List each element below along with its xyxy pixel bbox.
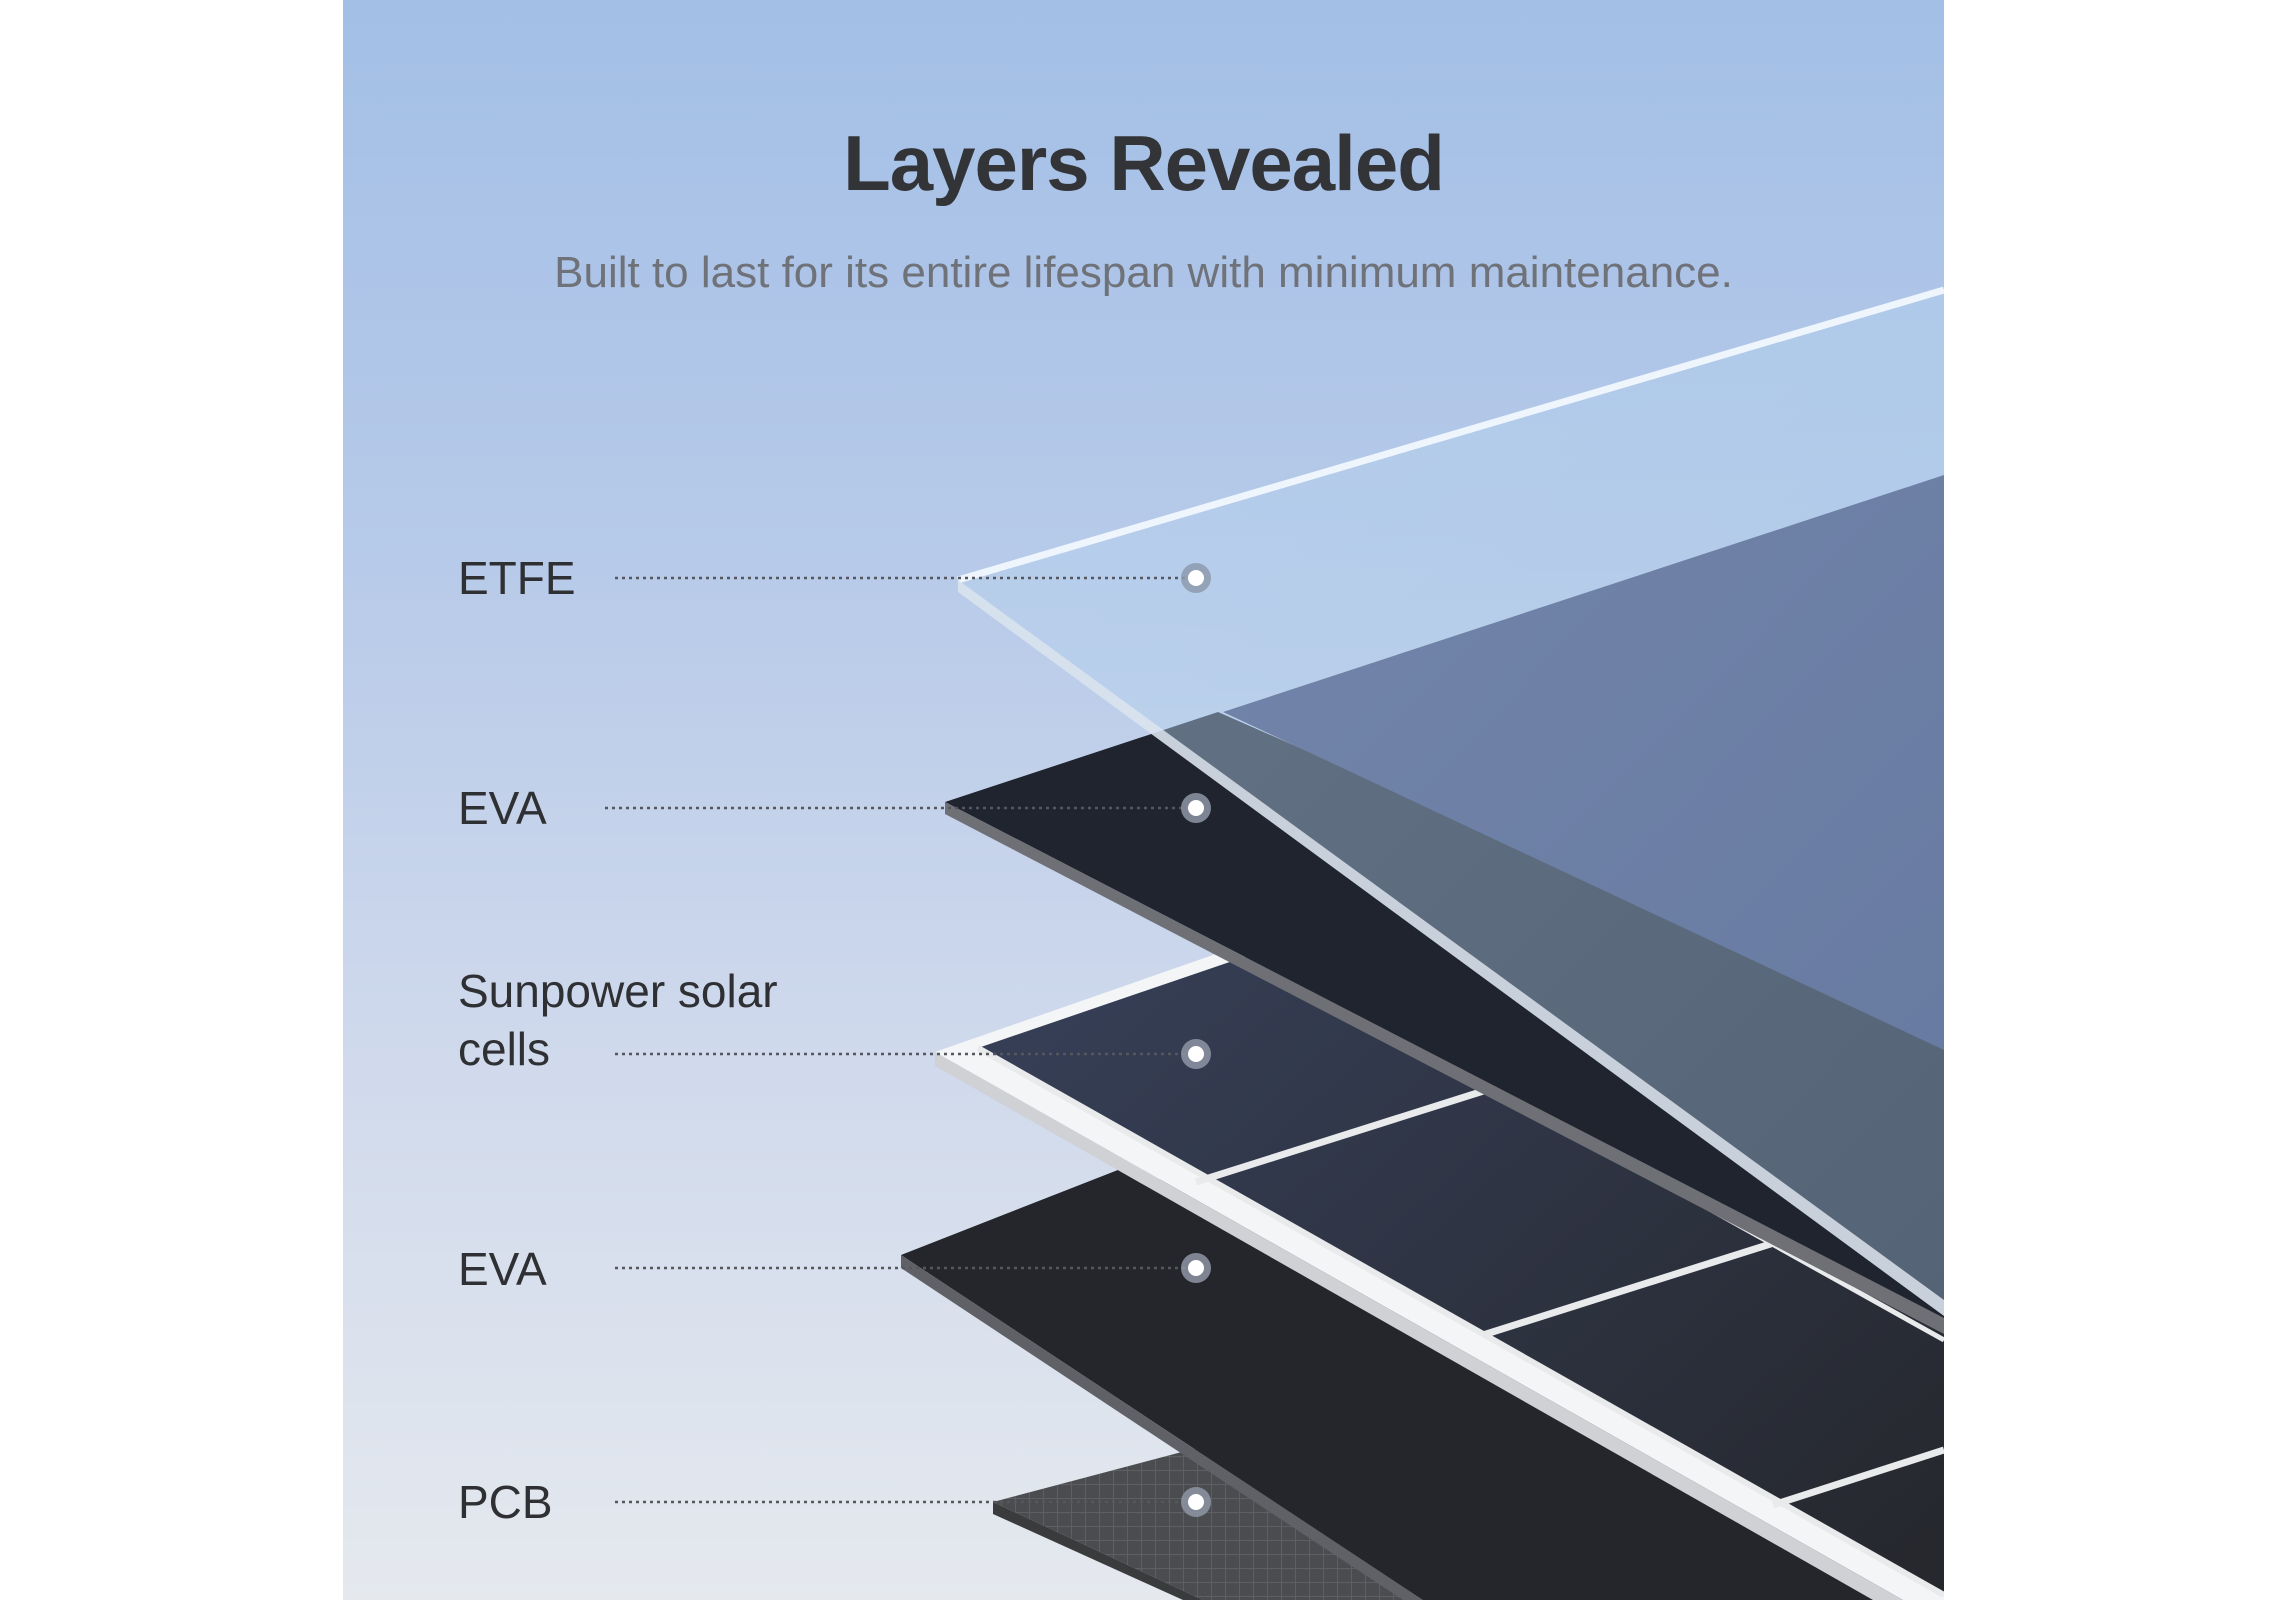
marker-dot-eva-lower [1181,1253,1211,1283]
layer-label-eva-upper: EVA [458,782,547,834]
page-title: Layers Revealed [843,119,1445,207]
marker-dots [1181,563,1211,1517]
eva-upper-layer [945,712,1944,1334]
page-subtitle: Built to last for its entire lifespan wi… [554,248,1733,297]
product-image-panel: Layers Revealed Built to last for its en… [343,0,1944,1600]
leader-lines [605,576,1195,1504]
eva-lower-layer [901,1168,1944,1600]
etfe-glass-layer [957,286,1944,1316]
marker-dot-solar-cells [1181,1039,1211,1069]
layer-label-eva-lower: EVA [458,1243,547,1295]
marker-dot-eva-upper [1181,793,1211,823]
layer-label-etfe: ETFE [458,552,576,604]
layer-label-solar-cells: Sunpower solar cells [458,965,778,1075]
layer-label-pcb: PCB [458,1476,553,1528]
solar-panel-layers-illustration [605,286,1944,1600]
marker-dot-etfe [1181,563,1211,593]
marker-dot-pcb [1181,1487,1211,1517]
